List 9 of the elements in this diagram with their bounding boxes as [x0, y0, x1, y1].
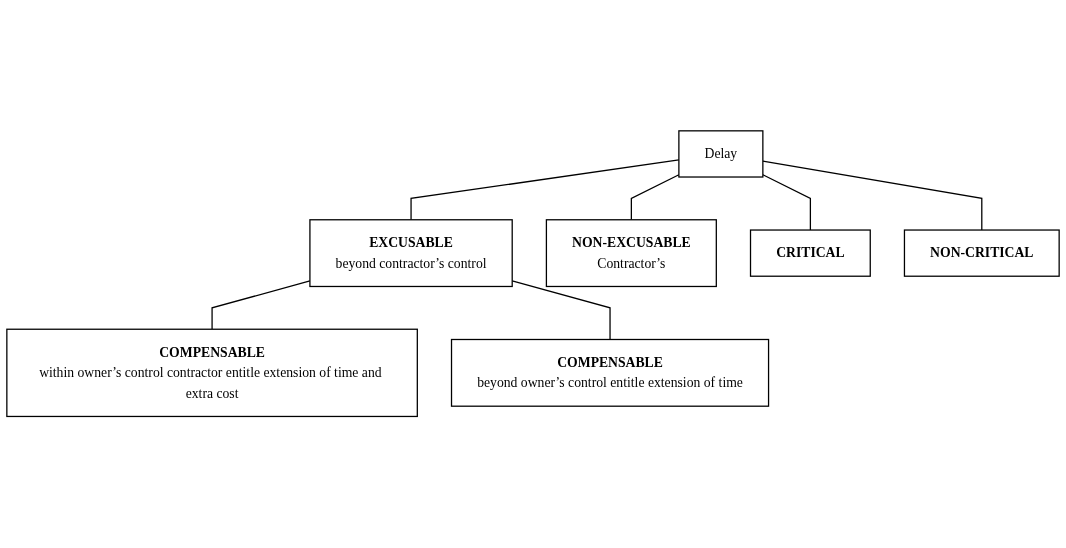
node-box: Delay — [678, 130, 764, 178]
node-box: CRITICAL — [749, 229, 871, 278]
node-box: EXCUSABLE beyond contractor’s control — [309, 219, 513, 288]
node-box: COMPENSABLE within owner’s control contractor entitle extension of time and extra cost — [6, 328, 418, 418]
connector — [762, 174, 811, 231]
connector — [762, 160, 983, 231]
node-box: NON-CRITICAL — [903, 229, 1060, 278]
node-box: COMPENSABLE beyond owner’s control entitle extension of time — [450, 339, 770, 408]
node-box: NON-EXCUSABLE Contractor’s — [545, 219, 717, 288]
